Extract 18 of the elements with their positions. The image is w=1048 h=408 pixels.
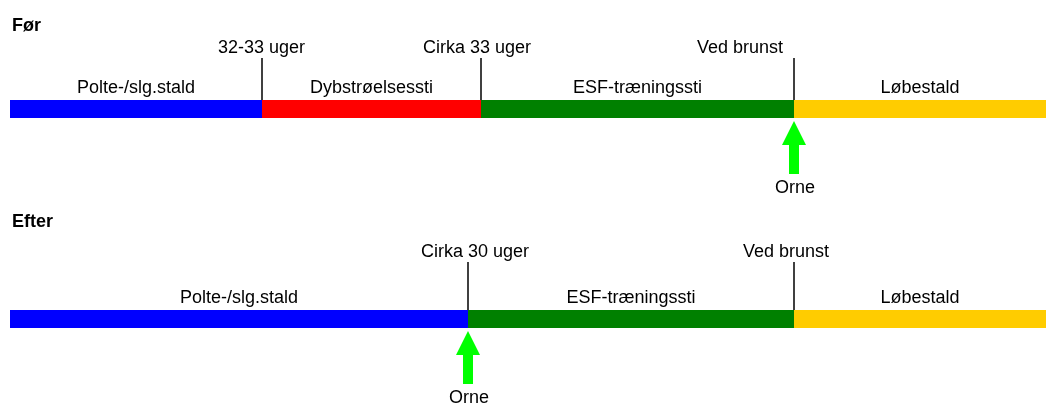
segment-label: Polte-/slg.stald — [75, 77, 197, 97]
time-label: Cirka 33 uger — [423, 36, 532, 58]
segment-label: Polte-/slg.stald — [178, 287, 300, 307]
section-heading: Efter — [12, 210, 53, 232]
segment-label: Dybstrøelsessti — [309, 77, 434, 97]
segment-label: ESF-træningssti — [571, 77, 703, 97]
boar-label: Orne — [775, 176, 816, 198]
segment-label: Løbestald — [879, 77, 961, 97]
segment-label: ESF-træningssti — [565, 287, 697, 307]
arrow — [456, 331, 480, 384]
segment-label: Løbestald — [879, 287, 961, 307]
time-label: 32-33 uger — [218, 36, 306, 58]
time-label: Cirka 30 uger — [421, 240, 530, 262]
boar-label: Orne — [449, 386, 490, 408]
time-label: Ved brunst — [697, 36, 784, 58]
time-label: Ved brunst — [743, 240, 830, 262]
section-heading: Før — [12, 14, 41, 36]
arrow — [782, 121, 806, 174]
